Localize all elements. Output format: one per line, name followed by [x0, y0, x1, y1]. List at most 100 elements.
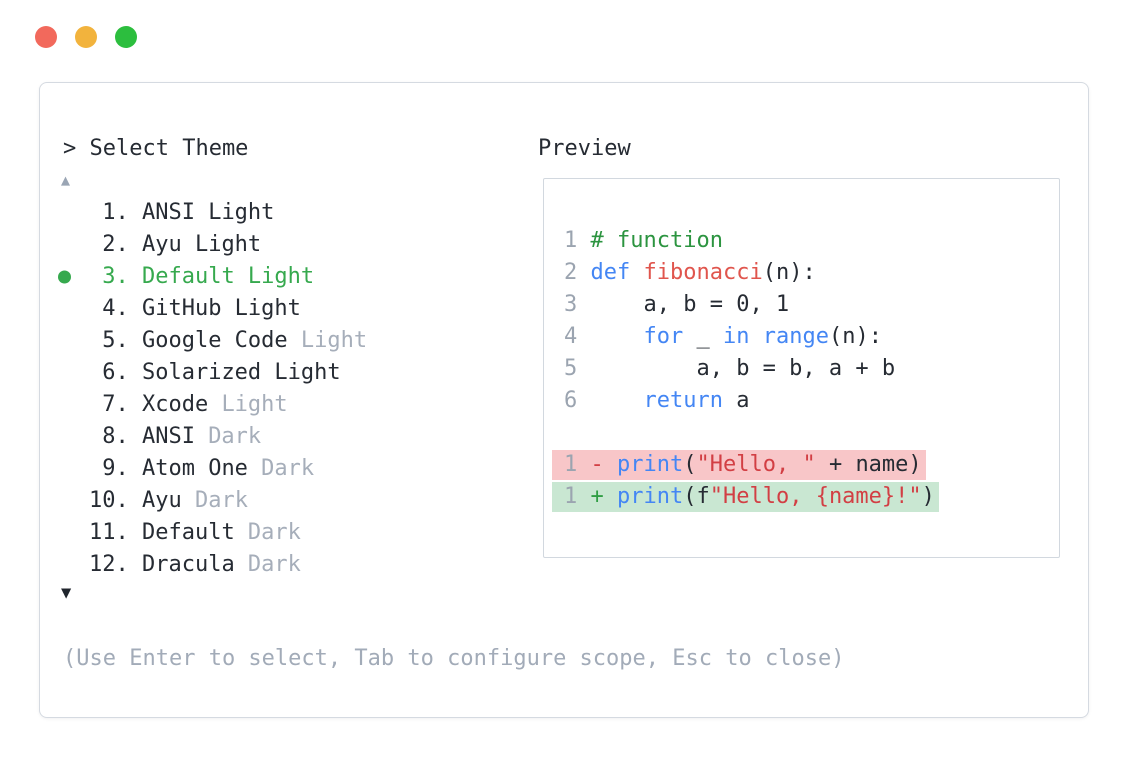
code-token: in: [722, 324, 750, 349]
diff-minus-sign: -: [590, 452, 604, 477]
code-token: a, b = 0, 1: [590, 292, 790, 317]
code-token: fibonacci: [643, 260, 763, 285]
theme-variant: Dark: [261, 456, 315, 481]
theme-option-dracula-dark[interactable]: 12. Dracula Dark: [89, 549, 367, 581]
theme-number: 8.: [102, 424, 129, 449]
diff-line-removed: 1- print("Hello, " + name): [552, 449, 1059, 481]
code-token: a, b = b, a + b: [590, 356, 896, 381]
code-line: 3 a, b = 0, 1: [564, 289, 1059, 321]
theme-option-ayu-light[interactable]: 2. Ayu Light: [89, 229, 367, 261]
window-controls: [35, 26, 137, 48]
code-token: print: [617, 484, 684, 509]
code-token: (n):: [828, 324, 882, 349]
code-token: (n):: [762, 260, 816, 285]
code-token: range: [762, 324, 829, 349]
theme-variant: Dark: [194, 488, 248, 513]
scroll-down-icon[interactable]: ▼: [61, 583, 72, 603]
code-token: # function: [590, 228, 723, 253]
code-token: _: [683, 324, 723, 349]
theme-name: ANSI Light: [141, 200, 275, 225]
line-number: 4: [564, 324, 578, 349]
line-number: 1: [564, 484, 578, 509]
theme-name: Atom One: [141, 456, 248, 481]
theme-number: 1.: [102, 200, 129, 225]
theme-number: 2.: [102, 232, 129, 257]
code-line: 1 # function: [564, 225, 1059, 257]
code-token: "Hello, {name}!": [709, 484, 922, 509]
theme-variant: Dark: [247, 520, 301, 545]
theme-option-ayu-dark[interactable]: 10. Ayu Dark: [89, 485, 367, 517]
code-token: [630, 260, 643, 285]
close-button[interactable]: [35, 26, 57, 48]
theme-number: 4.: [102, 296, 129, 321]
theme-name: Solarized Light: [141, 360, 341, 385]
code-line: 5 a, b = b, a + b: [564, 353, 1059, 385]
diff-line-added: 1 + print(f"Hello, {name}!"): [552, 481, 1059, 513]
theme-name: Default: [141, 520, 235, 545]
maximize-button[interactable]: [115, 26, 137, 48]
theme-variant: Dark: [208, 424, 262, 449]
minimize-button[interactable]: [75, 26, 97, 48]
code-token: (: [683, 452, 697, 477]
theme-number: 5.: [102, 328, 129, 353]
theme-option-default-light-selected[interactable]: 3. Default Light: [58, 261, 367, 293]
theme-picker-panel: > Select Theme Preview ▲ 1. ANSI Light 2.…: [39, 82, 1089, 718]
line-number: 6: [564, 388, 578, 413]
theme-option-xcode-light[interactable]: 7. Xcode Light: [89, 389, 367, 421]
selected-dot-icon: [58, 270, 71, 284]
theme-variant: Dark: [247, 552, 301, 577]
theme-name: ANSI: [141, 424, 195, 449]
diff-removed-highlight: 1- print("Hello, " + name): [552, 450, 926, 480]
code-token: def: [590, 260, 631, 285]
code-token: [604, 484, 617, 509]
code-token: "Hello, ": [696, 452, 816, 477]
code-token: [749, 324, 762, 349]
theme-number: 12.: [89, 552, 129, 577]
code-token: + name): [815, 452, 922, 477]
code-token: a: [722, 388, 750, 413]
theme-number: 10.: [89, 488, 129, 513]
scroll-up-icon[interactable]: ▲: [61, 171, 71, 189]
theme-list: 1. ANSI Light 2. Ayu Light 3. Default Light…: [58, 197, 367, 581]
theme-option-github-light[interactable]: 4. GitHub Light: [89, 293, 367, 325]
theme-option-ansi-light[interactable]: 1. ANSI Light: [89, 197, 367, 229]
code-line: 6 return a: [564, 385, 1059, 417]
code-line: 2 def fibonacci(n):: [564, 257, 1059, 289]
line-number: 3: [564, 292, 578, 317]
theme-name: Ayu Light: [141, 232, 262, 257]
theme-number: 3.: [102, 264, 129, 289]
theme-name: GitHub Light: [141, 296, 301, 321]
theme-number: 11.: [89, 520, 129, 545]
code-token: return: [643, 388, 723, 413]
theme-name: Xcode: [141, 392, 209, 417]
theme-variant: Light: [221, 392, 288, 417]
line-number: 5: [564, 356, 578, 381]
theme-option-default-dark[interactable]: 11. Default Dark: [89, 517, 367, 549]
code-token: print: [617, 452, 684, 477]
theme-number: 6.: [102, 360, 129, 385]
code-token: [591, 388, 644, 413]
theme-option-atom-one-dark[interactable]: 9. Atom One Dark: [89, 453, 367, 485]
theme-name: Dracula: [141, 552, 235, 577]
code-token: for: [643, 324, 684, 349]
theme-name: Default Light: [141, 264, 315, 289]
theme-number: 7.: [102, 392, 129, 417]
theme-number: 9.: [102, 456, 129, 481]
code-token: [604, 452, 617, 477]
code-token: [591, 324, 644, 349]
theme-option-solarized-light[interactable]: 6. Solarized Light: [89, 357, 367, 389]
theme-name: Ayu: [141, 488, 182, 513]
theme-variant: Light: [300, 328, 368, 353]
code-line: 4 for _ in range(n):: [564, 321, 1059, 353]
code-token: ): [921, 484, 935, 509]
preview-label: Preview: [538, 136, 631, 161]
diff-plus-sign: +: [590, 484, 604, 509]
line-number: 1: [564, 228, 578, 253]
code-token: (f: [683, 484, 710, 509]
picker-prompt: > Select Theme: [63, 136, 249, 161]
line-number: 2: [564, 260, 578, 285]
code-line-blank: [564, 417, 1059, 449]
theme-option-ansi-dark[interactable]: 8. ANSI Dark: [89, 421, 367, 453]
